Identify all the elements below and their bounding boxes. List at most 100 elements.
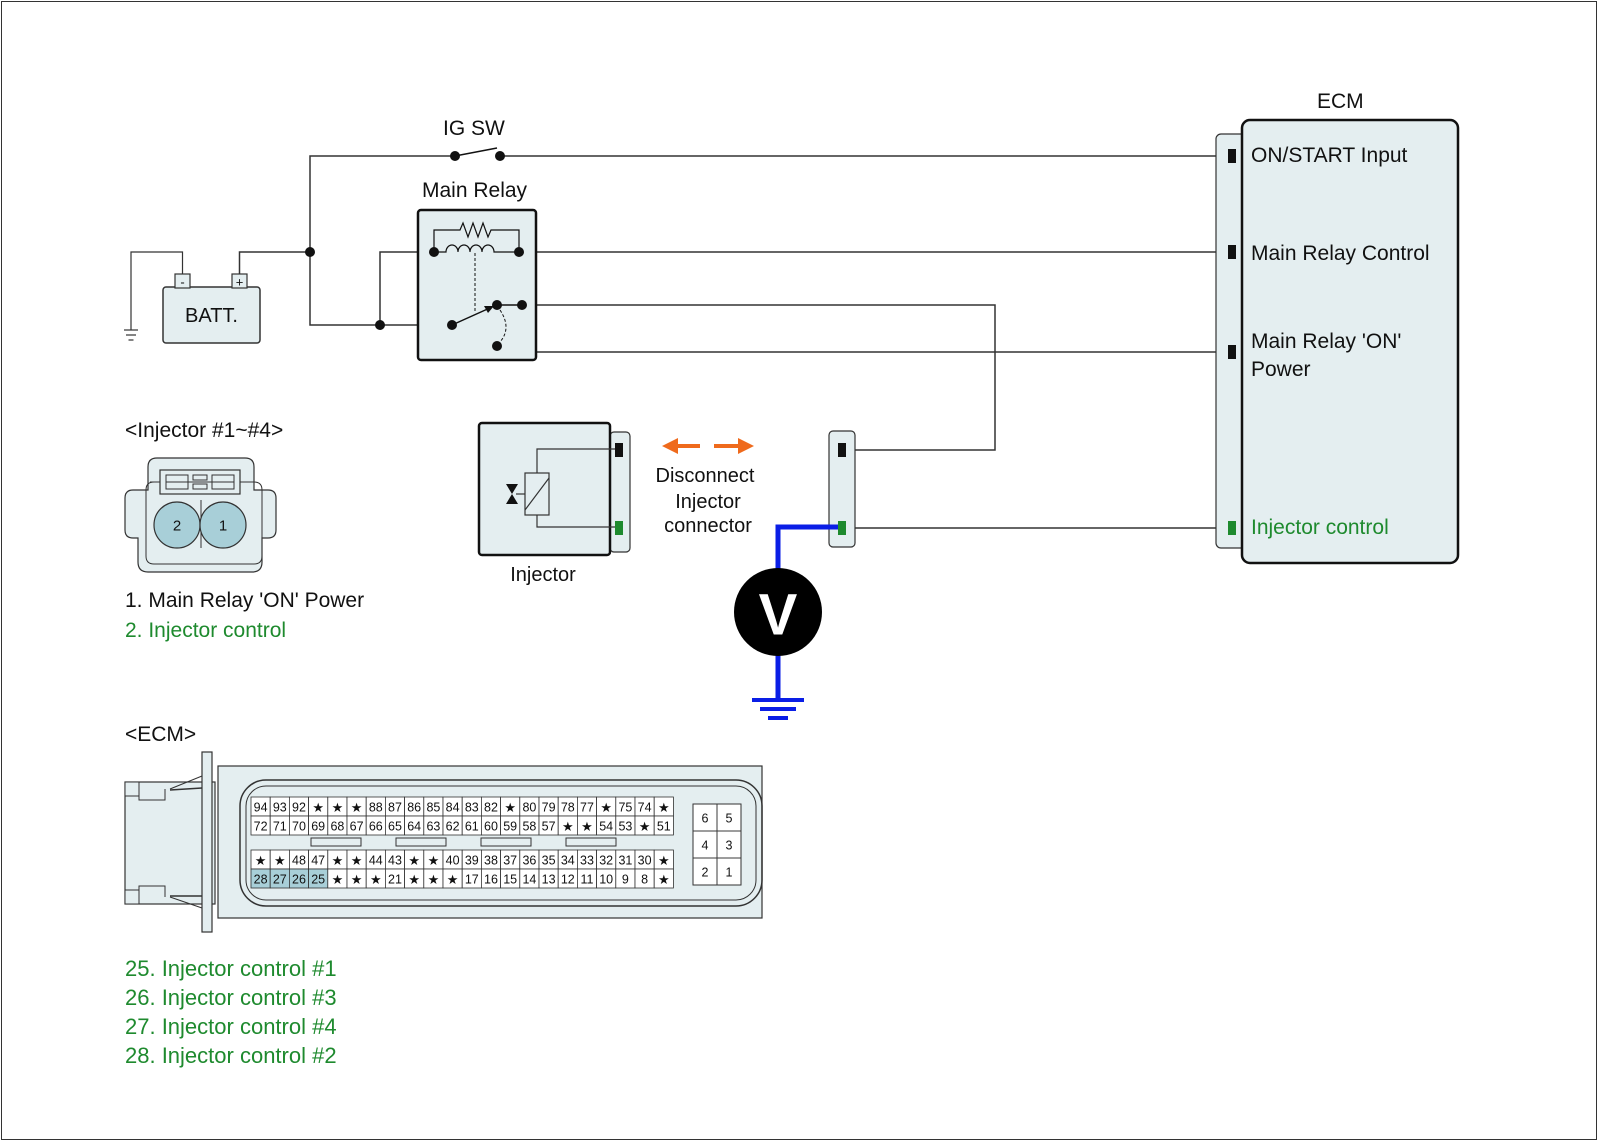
- ecm-pin-number: 51: [657, 820, 671, 834]
- ecm-pin-number: 94: [254, 801, 268, 815]
- ecm-pin-unused-icon: ★: [312, 800, 324, 815]
- ecm-pin-number: 8: [641, 873, 648, 887]
- ecm-pin-number: 10: [599, 873, 613, 887]
- ecm-connector-title: <ECM>: [125, 723, 197, 746]
- ecm-pin-number: 86: [407, 801, 421, 815]
- ecm-pin-number: 27: [273, 873, 287, 887]
- ecm-pin-number: 67: [350, 820, 364, 834]
- ecm-pin-unused-icon: ★: [370, 872, 382, 887]
- ecm-pin-injector-control: [1228, 521, 1236, 535]
- ecm-pin-number: 54: [599, 820, 613, 834]
- harness-injector-connector: [828, 430, 856, 548]
- wire-to-relay-coil: [379, 251, 434, 325]
- ecm-pin-number: 69: [311, 820, 325, 834]
- ecm-pin-unused-icon: ★: [351, 872, 363, 887]
- ecm-pin-unused-icon: ★: [562, 819, 574, 834]
- ecm-pin-unused-icon: ★: [274, 853, 286, 868]
- ecm-small-pin-number: 2: [702, 866, 709, 880]
- ecm-pin-number: 78: [561, 801, 575, 815]
- ecm-small-pin-cell: [716, 857, 742, 886]
- ecm-pin-cell: [653, 815, 674, 836]
- ecm-pin-unused-icon: ★: [255, 853, 267, 868]
- ecm-legend-27: 27. Injector control #4: [125, 1014, 337, 1039]
- ecm-pin-number: 93: [273, 801, 287, 815]
- wire-relay-on-power: [521, 305, 1232, 353]
- ecm-pin-number: 39: [465, 854, 479, 868]
- ecm-pin-number: 74: [638, 801, 652, 815]
- ecm-pin-number: 88: [369, 801, 383, 815]
- ecm-pin-number: 70: [292, 820, 306, 834]
- ecm-pin-number: 36: [522, 854, 536, 868]
- battery-neg-label: -: [180, 275, 184, 290]
- ecm-pin-number: 85: [426, 801, 440, 815]
- injector-pin-label-2: 2: [173, 518, 181, 535]
- ecm-pin-number: 71: [273, 820, 287, 834]
- ecm-pin-unused-icon: ★: [332, 872, 344, 887]
- ecm-pin-number: 16: [484, 873, 498, 887]
- injector-connector-pin-1: [199, 501, 247, 549]
- ecm-small-pin-number: 1: [726, 866, 733, 880]
- ecm-pin-number: 65: [388, 820, 402, 834]
- ecm-pin-number: 33: [580, 854, 594, 868]
- ecm-pin-relay-on-power: [1228, 345, 1236, 359]
- ecm-pin-number: 26: [292, 873, 306, 887]
- ecm-pin-number: 43: [388, 854, 402, 868]
- ecm-pin-unused-icon: ★: [658, 853, 670, 868]
- injector-legend-2: 2. Injector control: [125, 619, 287, 642]
- ecm-pin-number: 37: [503, 854, 517, 868]
- wire-batt-positive: [238, 251, 310, 274]
- ecm-pin-unused-icon: ★: [408, 872, 420, 887]
- harness-pin-1: [838, 443, 846, 457]
- ecm-pin-number: 12: [561, 873, 575, 887]
- ecm-pin-number: 62: [446, 820, 460, 834]
- ecm-pin-number: 63: [426, 820, 440, 834]
- ecm-pin-number: 77: [580, 801, 594, 815]
- ecm-pin-number: 25: [311, 873, 325, 887]
- ecm-pin-number: 59: [503, 820, 517, 834]
- voltmeter: V: [734, 524, 838, 720]
- ecm-pin-number: 68: [330, 820, 344, 834]
- injector-pin-2: [615, 521, 623, 535]
- ecm-pin-number: 58: [522, 820, 536, 834]
- ig-switch: [450, 147, 505, 161]
- ecm-pin-unused-icon: ★: [658, 800, 670, 815]
- ecm-module: [1215, 118, 1460, 565]
- injector-pin-1: [615, 443, 623, 457]
- voltmeter-label: V: [759, 583, 798, 648]
- wire-to-relay-switch: [309, 252, 452, 326]
- ecm-pin-cell: [653, 868, 674, 889]
- ecm-pin-number: 75: [618, 801, 632, 815]
- battery-ground-icon: [124, 251, 184, 341]
- ecm-pin-number: 47: [311, 854, 325, 868]
- ecm-pin-label-relay-control: Main Relay Control: [1251, 242, 1430, 265]
- ecm-pin-number: 30: [638, 854, 652, 868]
- ecm-small-pin-number: 3: [726, 839, 733, 853]
- ecm-pin-unused-icon: ★: [504, 800, 516, 815]
- ecm-pin-number: 38: [484, 854, 498, 868]
- ecm-pin-label-injector-control: Injector control: [1251, 516, 1389, 539]
- voltmeter-icon: [734, 568, 822, 656]
- ecm-pin-number: 13: [542, 873, 556, 887]
- ecm-title: ECM: [1317, 90, 1364, 113]
- ecm-pin-number: 21: [388, 873, 402, 887]
- battery: - + BATT.: [162, 273, 261, 344]
- ecm-pin-unused-icon: ★: [581, 819, 593, 834]
- disconnect-arrows: Disconnect Injector connector: [656, 438, 755, 537]
- ecm-pin-number: 14: [522, 873, 536, 887]
- ecm-pin-unused-icon: ★: [428, 853, 440, 868]
- meter-probe-wire: [775, 524, 838, 570]
- ecm-pin-number: 40: [446, 854, 460, 868]
- ecm-pin-number: 9: [622, 873, 629, 887]
- ecm-pin-number: 32: [599, 854, 613, 868]
- ecm-pin-number: 28: [254, 873, 268, 887]
- ecm-pin-number: 64: [407, 820, 421, 834]
- ecm-pin-number: 83: [465, 801, 479, 815]
- injector-connector-title: <Injector #1~#4>: [125, 419, 284, 442]
- ecm-legend-26: 26. Injector control #3: [125, 985, 337, 1010]
- disconnect-label-1: Disconnect: [656, 465, 755, 487]
- injector-label: Injector: [510, 564, 576, 586]
- main-relay: [416, 208, 538, 362]
